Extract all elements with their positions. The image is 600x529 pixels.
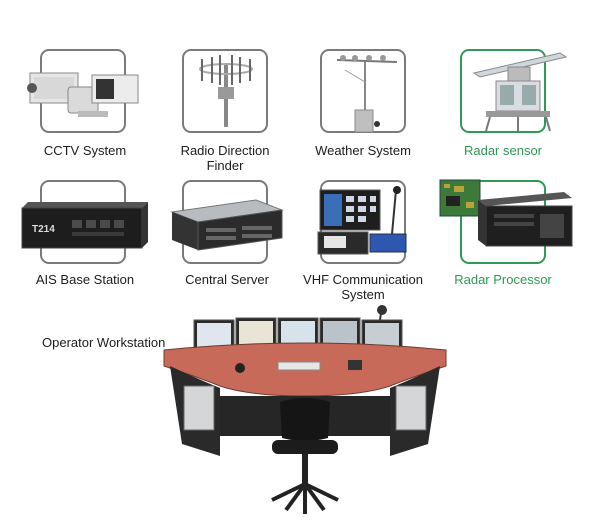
- ais-base-station-label: AIS Base Station: [35, 272, 135, 287]
- operator-console-icon: [163, 305, 447, 514]
- operator-workstation-label: Operator Workstation: [42, 335, 166, 350]
- radio-console-icon: [317, 186, 407, 255]
- weather-station-icon: [336, 55, 398, 133]
- ais-model-text: T214: [32, 224, 55, 235]
- weather-system-label: Weather System: [315, 143, 411, 158]
- radio-direction-finder-label: Radio Direction Finder: [180, 143, 270, 173]
- processor-unit-icon: [439, 179, 573, 247]
- rack-unit-icon: T214: [21, 202, 148, 249]
- central-server-label: Central Server: [185, 272, 269, 287]
- radar-sensor-label: Radar sensor: [463, 143, 543, 158]
- cctv-label: CCTV System: [43, 143, 127, 158]
- antenna-array-icon: [199, 55, 253, 127]
- chair-icon: [271, 398, 339, 514]
- server-icon: [170, 199, 284, 251]
- vhf-communication-label: VHF Communication System: [303, 272, 423, 302]
- radar-antenna-icon: [472, 52, 568, 132]
- cctv-camera-icon: [27, 72, 139, 117]
- radar-processor-label: Radar Processor: [454, 272, 552, 287]
